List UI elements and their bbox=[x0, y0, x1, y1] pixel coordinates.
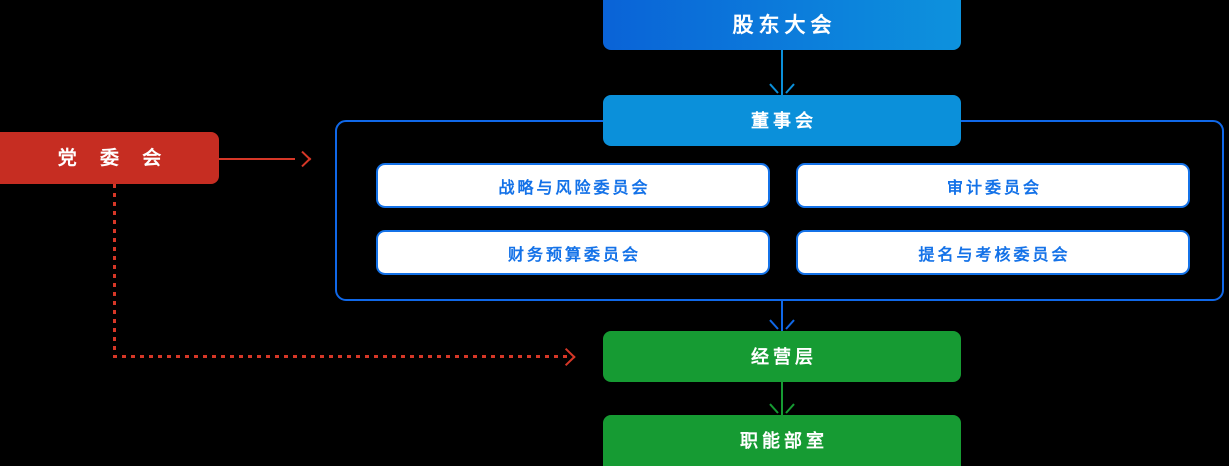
node-functional-departments[interactable]: 职能部室 bbox=[603, 415, 961, 466]
node-party-committee[interactable]: 党 委 会 bbox=[0, 132, 219, 184]
arrow-head bbox=[293, 150, 309, 168]
connector-party-to-management-arrow-icon bbox=[555, 347, 573, 366]
arrow-head bbox=[775, 317, 789, 331]
arrow-stem bbox=[781, 50, 783, 95]
arrow-head bbox=[775, 401, 789, 415]
connector-party-to-management-vertical-dotted-line bbox=[113, 184, 116, 358]
connector-board-to-management-arrow-icon bbox=[770, 299, 794, 331]
node-board-of-directors[interactable]: 董事会 bbox=[603, 95, 961, 146]
committee-audit[interactable]: 审计委员会 bbox=[796, 163, 1190, 208]
arrow-stem bbox=[781, 382, 783, 415]
connector-management-to-functional-arrow-icon bbox=[770, 382, 794, 415]
arrow-head bbox=[775, 81, 789, 95]
node-shareholders-meeting[interactable]: 股东大会 bbox=[603, 0, 961, 50]
committee-financial-budget[interactable]: 财务预算委员会 bbox=[376, 230, 770, 275]
connector-party-to-management-horizontal-dotted-line bbox=[113, 355, 571, 358]
arrow-stem bbox=[219, 158, 295, 160]
connector-party-to-board-arrow-icon bbox=[219, 150, 309, 168]
committee-nomination-and-appraisal[interactable]: 提名与考核委员会 bbox=[796, 230, 1190, 275]
connector-shareholders-to-board-arrow-icon bbox=[770, 50, 794, 95]
node-management-layer[interactable]: 经营层 bbox=[603, 331, 961, 382]
arrow-stem bbox=[781, 299, 783, 331]
committee-strategy-and-risk[interactable]: 战略与风险委员会 bbox=[376, 163, 770, 208]
